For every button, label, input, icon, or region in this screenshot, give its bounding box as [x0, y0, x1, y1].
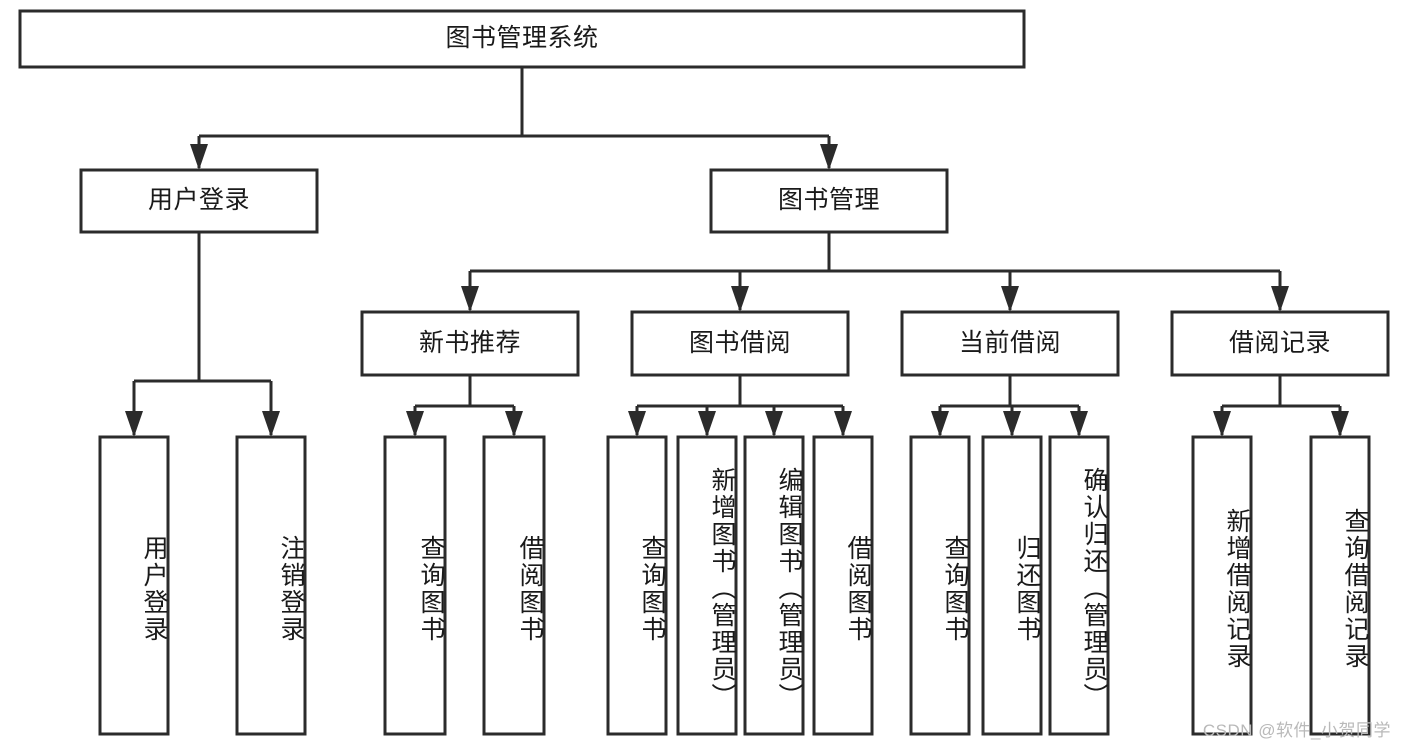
- node-box-leaf-logout[interactable]: [235, 435, 307, 736]
- node-box-leaf-confirm-return[interactable]: [1048, 435, 1110, 736]
- arrow-head-icon-leaf-logout: [262, 411, 280, 437]
- node-box-leaf-query-book-borrow[interactable]: [606, 435, 668, 736]
- node-box-leaf-edit-book[interactable]: [743, 435, 805, 736]
- arrow-head-icon-level3-2: [1001, 286, 1019, 312]
- node-box-user-login[interactable]: [79, 168, 319, 234]
- node-box-new-book-rec[interactable]: [360, 310, 580, 377]
- node-box-layer: [18, 9, 1390, 736]
- arrow-head-icon-level3-1: [731, 286, 749, 312]
- node-box-root[interactable]: [18, 9, 1026, 69]
- arrow-head-icon-level3-3: [1271, 286, 1289, 312]
- node-box-leaf-borrow-book[interactable]: [812, 435, 874, 736]
- watermark-text: CSDN @软件_小贺同学: [1202, 721, 1391, 740]
- arrow-head-icon-leaf-borrow-book-rec: [505, 411, 523, 437]
- arrow-head-icon-leaf-return-book: [1003, 411, 1021, 437]
- arrow-head-icon-leaf-borrow-book: [834, 411, 852, 437]
- arrow-head-icon-leaf-query-record: [1331, 411, 1349, 437]
- node-box-leaf-user-login[interactable]: [98, 435, 170, 736]
- node-box-book-borrow[interactable]: [630, 310, 850, 377]
- connector-layer: [125, 67, 1349, 437]
- arrow-head-icon-level3-0: [461, 286, 479, 312]
- arrow-head-icon-leaf-confirm-return: [1070, 411, 1088, 437]
- node-box-leaf-return-book[interactable]: [981, 435, 1043, 736]
- arrow-head-icon-leaf-edit-book: [765, 411, 783, 437]
- node-box-book-manage[interactable]: [709, 168, 949, 234]
- node-box-leaf-add-record[interactable]: [1191, 435, 1253, 736]
- arrow-head-icon-leaf-query-book-borrow: [628, 411, 646, 437]
- arrow-head-icon-leaf-add-book: [698, 411, 716, 437]
- node-box-current-borrow[interactable]: [900, 310, 1120, 377]
- node-box-leaf-query-book-rec[interactable]: [383, 435, 447, 736]
- node-box-leaf-borrow-book-rec[interactable]: [482, 435, 546, 736]
- node-box-leaf-query-record[interactable]: [1309, 435, 1371, 736]
- arrow-head-icon-leaf-user-login: [125, 411, 143, 437]
- arrow-head-icon-level2-0: [190, 144, 208, 170]
- arrow-head-icon-level2-1: [820, 144, 838, 170]
- arrow-head-icon-leaf-query-book-rec: [406, 411, 424, 437]
- node-box-leaf-query-book-cur[interactable]: [909, 435, 971, 736]
- arrow-head-icon-leaf-query-book-cur: [931, 411, 949, 437]
- arrow-head-icon-leaf-add-record: [1213, 411, 1231, 437]
- node-box-leaf-add-book[interactable]: [676, 435, 738, 736]
- node-box-borrow-record[interactable]: [1170, 310, 1390, 377]
